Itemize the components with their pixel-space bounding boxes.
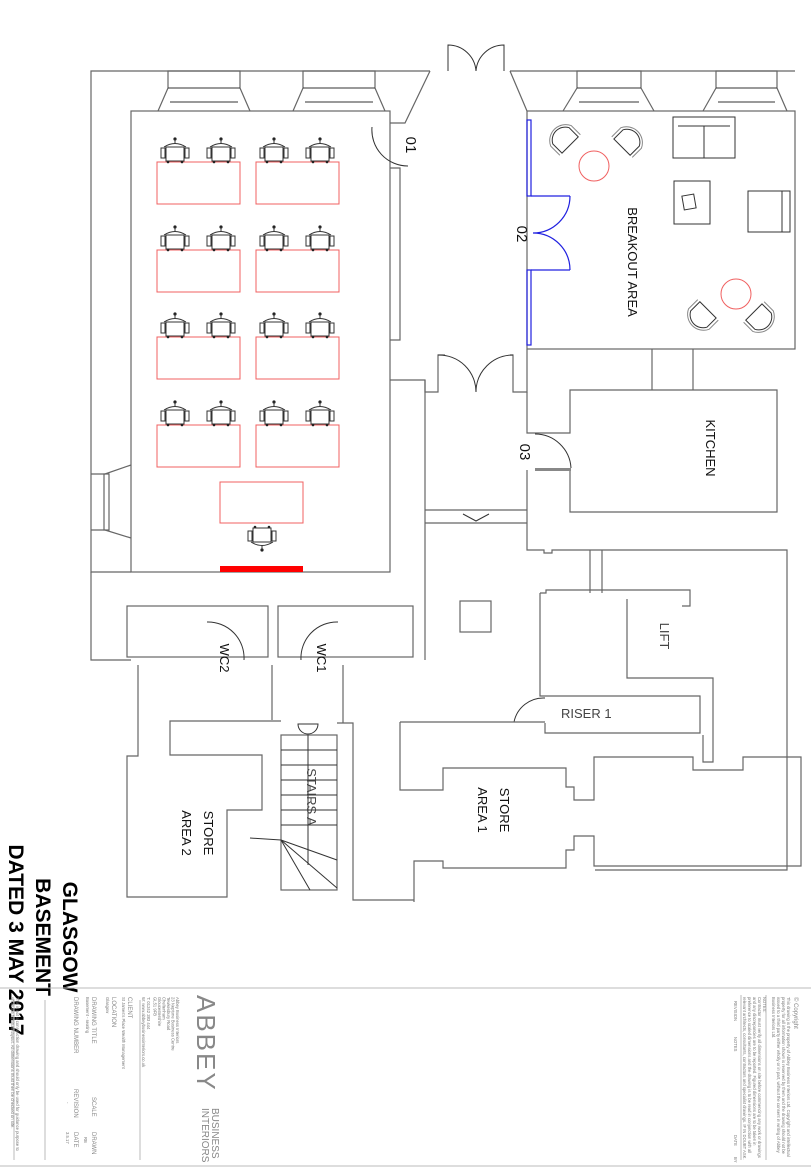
address-line: Gloucestershire bbox=[157, 997, 162, 1027]
office-chair-icon bbox=[160, 312, 190, 339]
notes-text: relevant architects, consultants, contra… bbox=[742, 997, 747, 1160]
office-chair-icon bbox=[160, 400, 190, 427]
label-door-01: 01 bbox=[402, 137, 419, 154]
copyright-text: This drawing is the property of Abbey Bu… bbox=[786, 997, 791, 1157]
by-header: BY bbox=[733, 1157, 738, 1163]
office-chair-icon bbox=[206, 400, 236, 427]
label-store-area-1: STOREAREA 1 bbox=[475, 787, 512, 833]
office-chair-icon bbox=[305, 225, 335, 252]
stair-treads bbox=[249, 723, 338, 891]
svg-text:BUSINESS: BUSINESS bbox=[209, 1108, 220, 1159]
office-chair-icon bbox=[305, 312, 335, 339]
office-chair-icon bbox=[206, 225, 236, 252]
armchair-icon bbox=[743, 301, 775, 333]
label-wc1: WC1 bbox=[314, 644, 329, 673]
disclaimer: show the furniture layout. All dimension… bbox=[10, 997, 15, 1129]
copyright-heading: © Copyright bbox=[792, 997, 799, 1029]
desk bbox=[156, 161, 241, 205]
desk bbox=[255, 249, 340, 293]
notes-header: NOTES bbox=[733, 1037, 738, 1052]
presenter-desk bbox=[219, 481, 304, 524]
phone: T: 01242 283 444 bbox=[146, 997, 151, 1030]
revision-value: - bbox=[65, 1102, 70, 1104]
label-lift: LIFT bbox=[657, 623, 672, 650]
label-wc2: WC2 bbox=[217, 644, 232, 673]
label-door-03: 03 bbox=[516, 444, 533, 461]
notes-heading: NOTES: bbox=[762, 997, 767, 1013]
client-label: CLIENT bbox=[126, 997, 132, 1019]
breakout-furniture bbox=[549, 116, 791, 333]
company-logo: ABBEY BUSINESS INTERIORS bbox=[191, 995, 221, 1163]
office-chair-icon bbox=[259, 400, 289, 427]
label-door-02: 02 bbox=[513, 226, 530, 243]
office-chair-icon bbox=[305, 137, 335, 164]
office-chair-icon bbox=[259, 312, 289, 339]
label-stairs-a: STAIRS A bbox=[304, 768, 319, 826]
drawing-title-value: Basement - seating bbox=[85, 997, 90, 1034]
address-line: Cheltenham bbox=[162, 997, 167, 1020]
copyright-text: Business Interiors Ltd. bbox=[771, 997, 776, 1038]
address-line: 23 Neptune Business Centre bbox=[171, 997, 176, 1051]
label-riser-1: RISER 1 bbox=[561, 706, 612, 721]
office-chair-icon bbox=[160, 225, 190, 252]
disclaimer: This is not a construction drawing and s… bbox=[15, 997, 20, 1152]
desk bbox=[156, 336, 241, 380]
scale-label: SCALE bbox=[90, 1097, 96, 1117]
label-store-area-2: STOREAREA 2 bbox=[179, 810, 216, 856]
svg-text:INTERIORS: INTERIORS bbox=[199, 1108, 210, 1163]
copyright-text: issued to a third party either wholly or… bbox=[776, 997, 781, 1154]
drawing-title-label: DRAWING TITLE bbox=[90, 997, 96, 1044]
presentation-wall bbox=[220, 566, 303, 572]
date-header: DATE bbox=[733, 1135, 738, 1146]
title-block: © Copyright This drawing is the property… bbox=[0, 987, 811, 1167]
client-value: St James's Place Wealth Management bbox=[121, 997, 126, 1070]
desk bbox=[255, 424, 340, 468]
glazed-screen bbox=[526, 119, 571, 346]
desk-layout bbox=[156, 137, 340, 552]
office-chair-icon bbox=[259, 225, 289, 252]
svg-text:ABBEY: ABBEY bbox=[191, 995, 221, 1092]
office-chair-icon bbox=[305, 400, 335, 427]
office-chair-icon bbox=[247, 525, 277, 552]
room-labels: BREAKOUT AREA KITCHEN LIFT RISER 1 WC1 W… bbox=[179, 137, 718, 856]
office-chair-icon bbox=[160, 137, 190, 164]
date-label: DATE bbox=[72, 1132, 78, 1148]
notes-text: preference to scaled dimensions and the … bbox=[747, 997, 752, 1153]
notes-text: Contractor must verify all dimensions on… bbox=[757, 997, 762, 1158]
location-value: Glasgow bbox=[105, 997, 110, 1014]
window-bays bbox=[157, 44, 788, 112]
office-chair-icon bbox=[206, 137, 236, 164]
label-breakout-area: BREAKOUT AREA bbox=[625, 207, 640, 317]
office-chair-icon bbox=[259, 137, 289, 164]
address-line: Tewkesbury Road bbox=[166, 997, 171, 1031]
address-line: GL51 9FB bbox=[153, 997, 158, 1016]
revision-label: REVISION bbox=[72, 1089, 78, 1118]
drawn-value: RB bbox=[83, 1137, 88, 1143]
desk bbox=[156, 424, 241, 468]
armchair-icon bbox=[687, 299, 719, 331]
door-01-swing bbox=[371, 126, 409, 167]
revision-header: REVISION bbox=[733, 1001, 738, 1021]
drawing-number-label: DRAWING NUMBER bbox=[72, 997, 78, 1054]
address-line: Abbey Business Interiors bbox=[175, 997, 180, 1043]
drawing-heading: GLASGOW BASEMENT DATED 3 MAY 2017 bbox=[4, 844, 81, 1035]
desk bbox=[255, 161, 340, 205]
location-label: LOCATION bbox=[110, 997, 116, 1027]
building-walls bbox=[90, 70, 802, 902]
notes-text: and any discrepancies are to be reported… bbox=[752, 997, 757, 1146]
office-chair-icon bbox=[206, 312, 236, 339]
desk bbox=[156, 249, 241, 293]
drawn-label: DRAWN bbox=[90, 1132, 96, 1154]
desk bbox=[255, 336, 340, 380]
armchair-icon bbox=[611, 126, 643, 158]
copyright-text: property for all information shown is re… bbox=[781, 997, 786, 1155]
date-value: 3.5.17 bbox=[65, 1132, 70, 1144]
website: W: www.abbeybusinessinteriors.co.uk bbox=[141, 997, 146, 1068]
label-kitchen: KITCHEN bbox=[703, 419, 718, 476]
armchair-icon bbox=[549, 124, 581, 156]
